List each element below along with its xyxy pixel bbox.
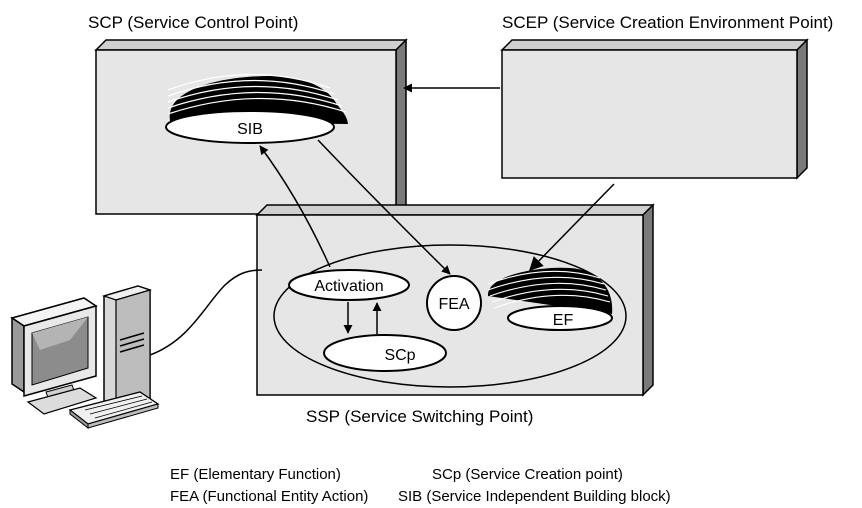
ef-stack <box>487 267 613 331</box>
ssp-function-area <box>273 244 627 388</box>
arrow-scep-to-ef <box>529 183 615 272</box>
ef-label: EF <box>553 312 574 329</box>
desktop-computer-icon <box>10 285 160 430</box>
scp-small-label: SCp <box>384 347 415 364</box>
arrow-activation-to-sib <box>259 145 331 268</box>
fea-node <box>426 275 482 331</box>
legend-item-ef: EF (Elementary Function) <box>170 466 341 483</box>
scp-title: SCP (Service Control Point) <box>88 13 298 32</box>
legend: EF (Elementary Function) SCp (Service Cr… <box>170 466 671 505</box>
legend-item-fea: FEA (Functional Entity Action) <box>170 488 368 505</box>
sib-stack <box>165 73 348 144</box>
legend-item-sib: SIB (Service Independent Building block) <box>398 488 671 505</box>
legend-item-scp: SCp (Service Creation point) <box>432 466 623 483</box>
activation-node <box>288 269 410 301</box>
scep-title: SCEP (Service Creation Environment Point… <box>502 13 833 32</box>
fea-label: FEA <box>438 296 469 313</box>
connection-cable <box>149 269 263 356</box>
ssp-title: SSP (Service Switching Point) <box>306 407 533 426</box>
activation-label: Activation <box>314 278 383 295</box>
scep-box <box>500 38 809 180</box>
arrow-sib-to-fea <box>317 139 451 275</box>
sib-label: SIB <box>237 121 263 138</box>
scp-small-node <box>323 334 447 372</box>
